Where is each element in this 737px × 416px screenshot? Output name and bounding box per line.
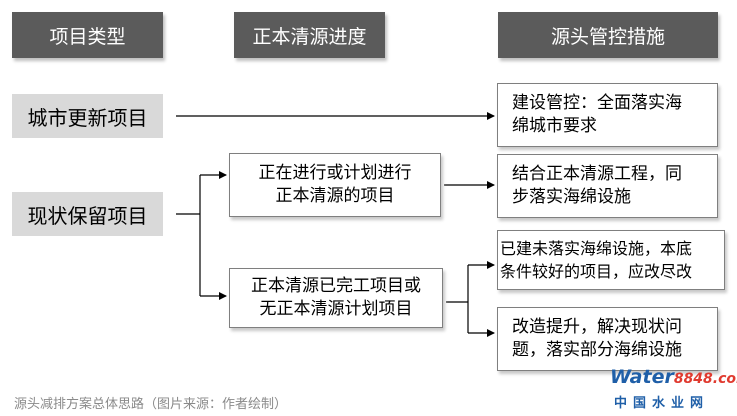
node-measure-4: 改造提升，解决现状问 题，落实部分海绵设施 bbox=[497, 307, 718, 371]
header-progress: 正本清源进度 bbox=[234, 12, 385, 58]
node-measure-4-line2: 题，落实部分海绵设施 bbox=[512, 340, 682, 360]
node-retained: 现状保留项目 bbox=[12, 192, 163, 236]
node-done-line1: 正本清源已完工项目或 bbox=[251, 276, 421, 296]
node-measure-2-line2: 步落实海绵设施 bbox=[512, 187, 631, 207]
header-measures-label: 源头管控措施 bbox=[550, 25, 665, 48]
watermark-number: 8848 bbox=[673, 371, 713, 387]
node-measure-1: 建设管控：全面落实海 绵城市要求 bbox=[497, 83, 718, 147]
node-measure-2-line1: 结合正本清源工程，同 bbox=[512, 164, 682, 184]
watermark-suffix: .com bbox=[712, 371, 737, 387]
node-measure-1-line1: 建设管控：全面落实海 bbox=[512, 93, 682, 113]
node-done-line2: 无正本清源计划项目 bbox=[259, 299, 413, 319]
figure-caption: 源头减排方案总体思路（图片来源：作者绘制） bbox=[14, 397, 288, 412]
node-measure-1-line2: 绵城市要求 bbox=[512, 116, 597, 136]
header-project-type: 项目类型 bbox=[12, 12, 163, 58]
node-measure-3-line2: 条件较好的项目，应改尽改 bbox=[500, 262, 693, 281]
node-done: 正本清源已完工项目或 无正本清源计划项目 bbox=[229, 268, 443, 328]
node-measure-3: 已建未落实海绵设施，本底 条件较好的项目，应改尽改 bbox=[497, 230, 725, 290]
node-ongoing-line1: 正在进行或计划进行 bbox=[258, 163, 412, 183]
node-measure-3-line1: 已建未落实海绵设施，本底 bbox=[500, 239, 693, 258]
node-urban-renewal: 城市更新项目 bbox=[12, 94, 163, 138]
node-urban-renewal-label: 城市更新项目 bbox=[27, 105, 148, 130]
header-measures: 源头管控措施 bbox=[498, 12, 718, 58]
node-retained-label: 现状保留项目 bbox=[27, 203, 148, 228]
watermark-cn: 中国水业网 bbox=[614, 396, 710, 411]
header-project-type-label: 项目类型 bbox=[49, 25, 126, 48]
node-ongoing: 正在进行或计划进行 正本清源的项目 bbox=[229, 153, 441, 217]
node-ongoing-line2: 正本清源的项目 bbox=[275, 186, 395, 206]
node-measure-2: 结合正本清源工程，同 步落实海绵设施 bbox=[497, 154, 718, 218]
header-progress-label: 正本清源进度 bbox=[252, 25, 367, 48]
watermark-brand: Water bbox=[610, 366, 674, 388]
watermark-logo: Water8848.com bbox=[610, 366, 737, 388]
node-measure-4-line1: 改造提升，解决现状问 bbox=[512, 317, 682, 337]
